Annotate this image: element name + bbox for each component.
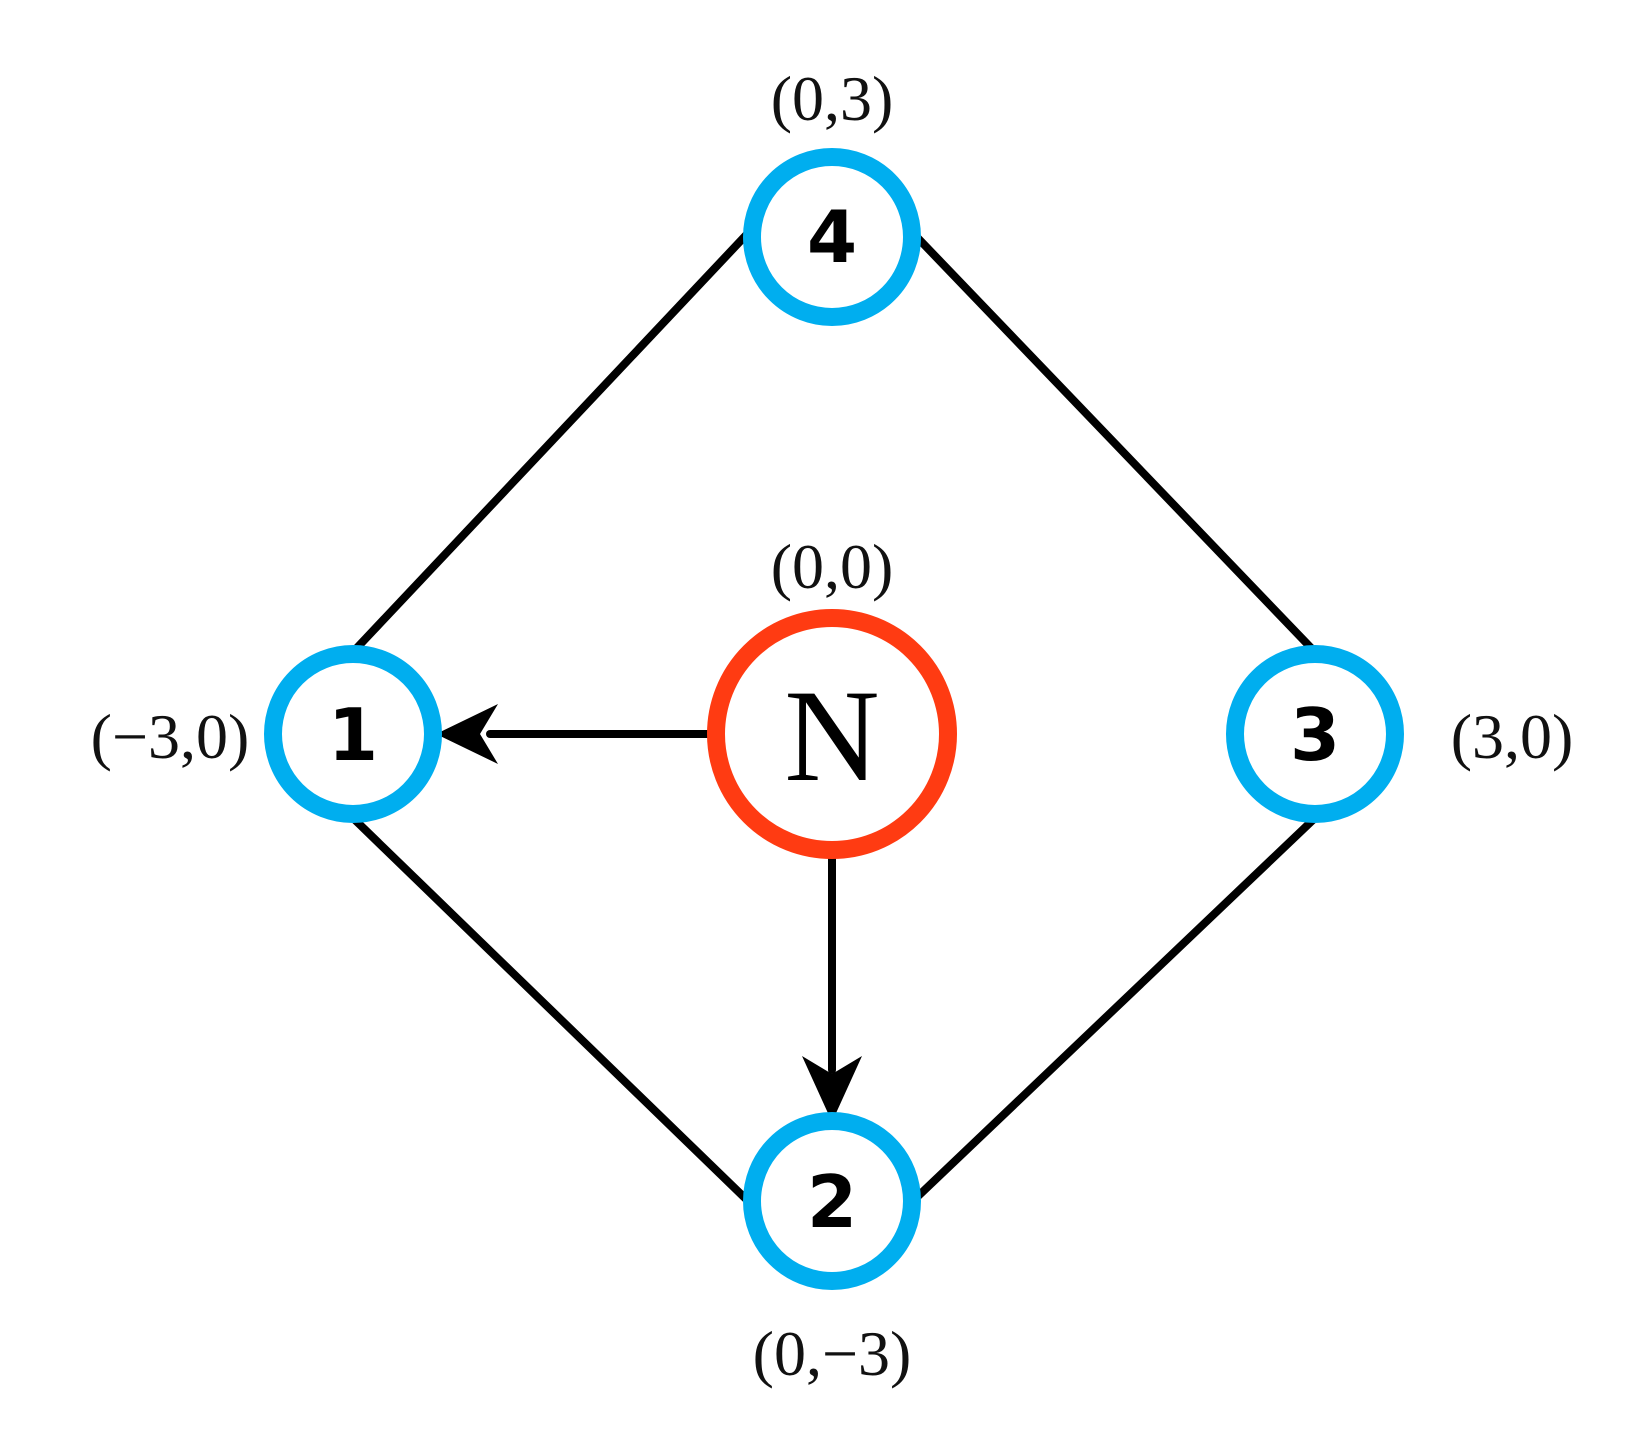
node-1-ring [264,645,442,823]
node-3-label: 3 [1290,693,1340,777]
coord-label-4: (0,3) [771,63,894,134]
coord-label-n: (0,0) [771,531,894,602]
node-3-ring [1226,645,1404,823]
node-n-label: N [784,662,879,809]
node-1-label: 1 [328,693,378,777]
coord-label-2: (0,−3) [753,1318,912,1389]
edge-4-3 [909,229,1319,656]
node-2-label: 2 [807,1160,857,1244]
node-1: 1 [264,645,442,823]
node-3: 3 [1226,645,1404,823]
node-2-ring [743,1112,921,1290]
node-n-ring [707,609,957,859]
edge-1-2 [349,814,752,1205]
arrowhead-n-to-2 [802,1056,862,1122]
node-n: N [707,609,957,859]
edge-4-1 [349,229,752,656]
coord-label-1: (−3,0) [91,701,250,772]
edge-3-2 [909,814,1319,1205]
node-4-label: 4 [807,195,857,279]
coord-label-3: (3,0) [1451,701,1574,772]
node-2: 2 [743,1112,921,1290]
node-4: 4 [743,148,921,326]
arrowhead-n-to-1 [436,704,498,764]
node-4-ring [743,148,921,326]
